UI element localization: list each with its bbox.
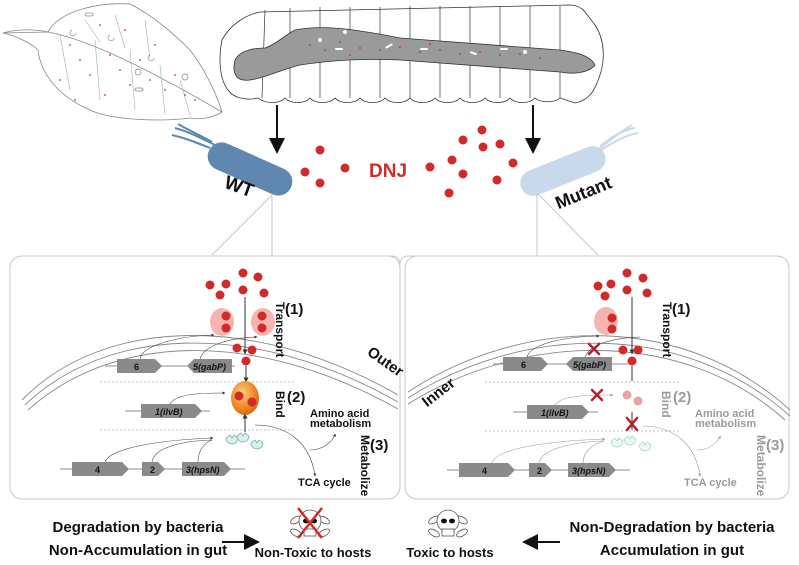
- gene-label: 5(gabP): [193, 362, 226, 372]
- gene-label: 4: [95, 465, 100, 475]
- mutant-dnj-outside: [593, 268, 652, 301]
- right-outcome-line1: Non-Degradation by bacteria: [569, 519, 775, 536]
- x-mark-metabolize: [625, 416, 639, 432]
- wt-gene-2: 2: [142, 462, 165, 476]
- wt-gene-3-hpsN: 3(hpsN): [182, 462, 231, 476]
- wt-step2-label: Bind: [273, 391, 287, 418]
- gene-label: 2: [537, 466, 542, 476]
- mutant-gene-6: 6: [503, 357, 548, 371]
- wt-bacterium: [171, 123, 293, 196]
- leaf-bacteria-shapes: [69, 12, 189, 92]
- gene-label: 1(ilvB): [155, 407, 183, 417]
- mutant-product-amino-1: Amino acid: [695, 408, 754, 420]
- wt-gene-6: 6: [117, 359, 162, 373]
- gene-label: 6: [521, 360, 526, 370]
- wt-transporters: [210, 308, 275, 336]
- right-outcome-line2: Accumulation in gut: [600, 542, 744, 559]
- mutant-gene-4: 4: [459, 463, 515, 477]
- wt-gene-4: 4: [72, 462, 129, 476]
- wt-enzymes: [225, 432, 264, 450]
- mutant-transporter: [594, 307, 618, 335]
- x-mark-bind: [590, 388, 604, 402]
- mutant-gene-2: 2: [529, 463, 552, 477]
- leaf-illustration: [1, 3, 223, 121]
- mutant-panel: [404, 255, 790, 500]
- wt-step3-num: (3): [370, 437, 388, 454]
- gene-label: 3(hpsN): [186, 465, 220, 475]
- gut-bacteria: [318, 30, 527, 56]
- mutant-step3-num: (3): [766, 437, 784, 454]
- skull-icon: [428, 509, 468, 538]
- wt-step3-label: Metabolize: [358, 435, 372, 497]
- wt-panel: [9, 255, 401, 500]
- x-mark-transport: [587, 342, 601, 356]
- wt-dnj-inside: [232, 343, 257, 366]
- wt-product-amino-1: Amino acid: [310, 408, 369, 420]
- mutant-gene-3-hpsN: 3(hpsN): [568, 463, 616, 477]
- zoom-connectors: [211, 192, 599, 266]
- gene-label: 4: [482, 466, 487, 476]
- skull-crossed-icon: [290, 507, 330, 539]
- wt-step1-label: Transport: [273, 302, 287, 357]
- wt-step1-num: (1): [285, 301, 303, 318]
- wt-gene-1-ilvB: 1(ilvB): [141, 404, 202, 418]
- left-outcome-line2: Non-Accumulation in gut: [49, 542, 227, 559]
- mutant-step1-num: (1): [672, 301, 690, 318]
- mutant-step2-label: Bind: [659, 391, 673, 418]
- wt-dnj-outside: [205, 268, 269, 300]
- mutant-bacterium: [520, 124, 639, 196]
- gene-label: 6: [134, 362, 139, 372]
- non-toxic-label: Non-Toxic to hosts: [255, 545, 372, 560]
- wt-product-tca: TCA cycle: [298, 477, 351, 489]
- gene-label: 3(hpsN): [572, 466, 606, 476]
- wt-product-amino-2: metabolism: [310, 418, 371, 430]
- toxic-label: Toxic to hosts: [406, 545, 493, 560]
- mutant-enzymes: [610, 435, 652, 452]
- mutant-step3-label: Metabolize: [754, 435, 768, 497]
- mutant-step1-label: Transport: [660, 302, 674, 357]
- gene-label: 5(gabP): [573, 360, 606, 370]
- mutant-product-amino-2: metabolism: [695, 418, 756, 430]
- wt-step2-num: (2): [287, 389, 305, 406]
- mutant-unbound-dnj: [622, 390, 643, 406]
- wt-gene-5-gabP: 5(gabP): [187, 359, 232, 373]
- dnj-label: DNJ: [369, 161, 407, 182]
- mutant-dnj-inside: [618, 345, 643, 366]
- mutant-gene-5-gabP: 5(gabP): [566, 357, 612, 371]
- gene-label: 2: [150, 465, 155, 475]
- gene-label: 1(ilvB): [541, 408, 569, 418]
- leaf-dnj-dots: [59, 24, 196, 101]
- mutant-gene-1-ilvB: 1(ilvB): [527, 405, 589, 419]
- mutant-step2-num: (2): [673, 389, 691, 406]
- dnj-molecules-top: [300, 125, 518, 198]
- gut-dnj-dots: [309, 41, 541, 59]
- caterpillar-gut: [233, 27, 596, 81]
- left-outcome-line1: Degradation by bacteria: [53, 519, 225, 536]
- wt-membranes: [21, 335, 399, 411]
- mutant-product-tca: TCA cycle: [684, 477, 737, 489]
- caterpillar-illustration: [219, 4, 604, 104]
